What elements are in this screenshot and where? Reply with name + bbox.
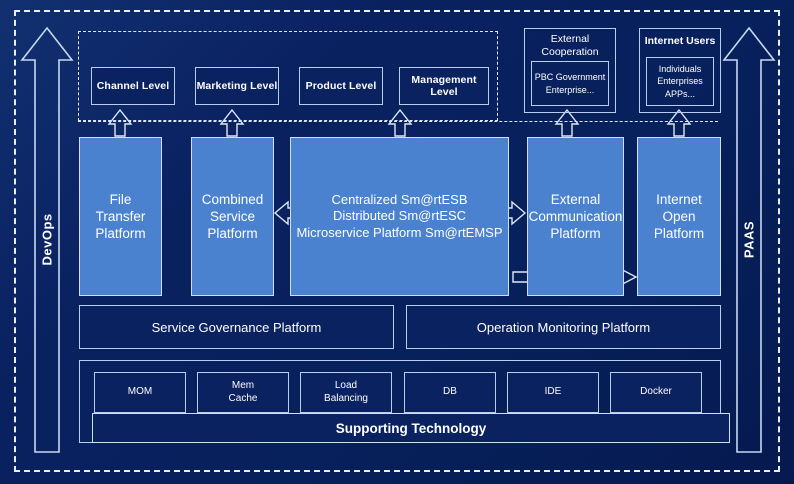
service-governance-platform-label: Service Governance Platform <box>151 319 322 335</box>
operation-monitoring-platform[interactable]: Operation Monitoring Platform <box>406 305 721 349</box>
business-level-channel-label: Channel Level <box>96 80 170 92</box>
supporting-technology-bar[interactable]: Supporting Technology <box>92 413 730 443</box>
external-cooperation-box[interactable]: External Cooperation PBC Government Ente… <box>524 28 616 113</box>
technology-mem-cache-label: Mem Cache <box>228 380 258 404</box>
technology-ide[interactable]: IDE <box>507 372 599 413</box>
technology-mem-cache[interactable]: Mem Cache <box>197 372 289 413</box>
business-level-management-label: Management Level <box>411 74 477 98</box>
upper-band-divider <box>78 121 718 122</box>
internet-users-title: Internet Users <box>644 35 716 47</box>
business-level-marketing[interactable]: Marketing Level <box>195 67 279 105</box>
external-cooperation-title: External Cooperation <box>541 33 599 58</box>
business-level-marketing-label: Marketing Level <box>196 80 278 92</box>
technology-load-balancing[interactable]: Load Balancing <box>300 372 392 413</box>
outer-boundary <box>14 10 780 472</box>
platform-combined-service[interactable]: Combined Service Platform <box>191 137 274 296</box>
platform-internet-open[interactable]: Internet Open Platform <box>637 137 721 296</box>
business-level-product[interactable]: Product Level <box>299 67 383 105</box>
operation-monitoring-platform-label: Operation Monitoring Platform <box>476 319 651 335</box>
service-governance-platform[interactable]: Service Governance Platform <box>79 305 394 349</box>
platform-centralized-esb-label: Centralized Sm@rtESB Distributed Sm@rtES… <box>296 191 503 240</box>
platform-centralized-esb[interactable]: Centralized Sm@rtESB Distributed Sm@rtES… <box>290 137 509 296</box>
business-levels-group <box>78 31 498 121</box>
technology-load-balancing-label: Load Balancing <box>324 380 368 404</box>
internet-users-detail: Individuals Enterprises APPs... <box>657 64 703 99</box>
platform-external-communication[interactable]: External Communication Platform <box>527 137 624 296</box>
technology-db-label: DB <box>443 386 457 398</box>
platform-combined-service-label: Combined Service Platform <box>201 191 264 242</box>
technology-ide-label: IDE <box>544 386 562 398</box>
business-level-management[interactable]: Management Level <box>399 67 489 105</box>
business-level-channel[interactable]: Channel Level <box>91 67 175 105</box>
technology-docker-label: Docker <box>640 386 672 398</box>
platform-internet-open-label: Internet Open Platform <box>653 191 705 242</box>
technology-mom-label: MOM <box>127 386 153 398</box>
platform-file-transfer[interactable]: File Transfer Platform <box>79 137 162 296</box>
technology-docker[interactable]: Docker <box>610 372 702 413</box>
technology-mom[interactable]: MOM <box>94 372 186 413</box>
internet-users-detail-box: Individuals Enterprises APPs... <box>646 57 714 106</box>
devops-label: DevOps <box>39 213 55 266</box>
technology-db[interactable]: DB <box>404 372 496 413</box>
internet-users-box[interactable]: Internet Users Individuals Enterprises A… <box>639 28 721 113</box>
supporting-technology-label: Supporting Technology <box>335 420 487 436</box>
platform-external-communication-label: External Communication Platform <box>528 191 623 242</box>
business-level-product-label: Product Level <box>305 80 377 92</box>
external-cooperation-detail: PBC Government Enterprise... <box>534 72 606 95</box>
external-cooperation-detail-box: PBC Government Enterprise... <box>531 61 609 106</box>
paas-label: PAAS <box>741 220 757 259</box>
platform-file-transfer-label: File Transfer Platform <box>95 191 146 242</box>
